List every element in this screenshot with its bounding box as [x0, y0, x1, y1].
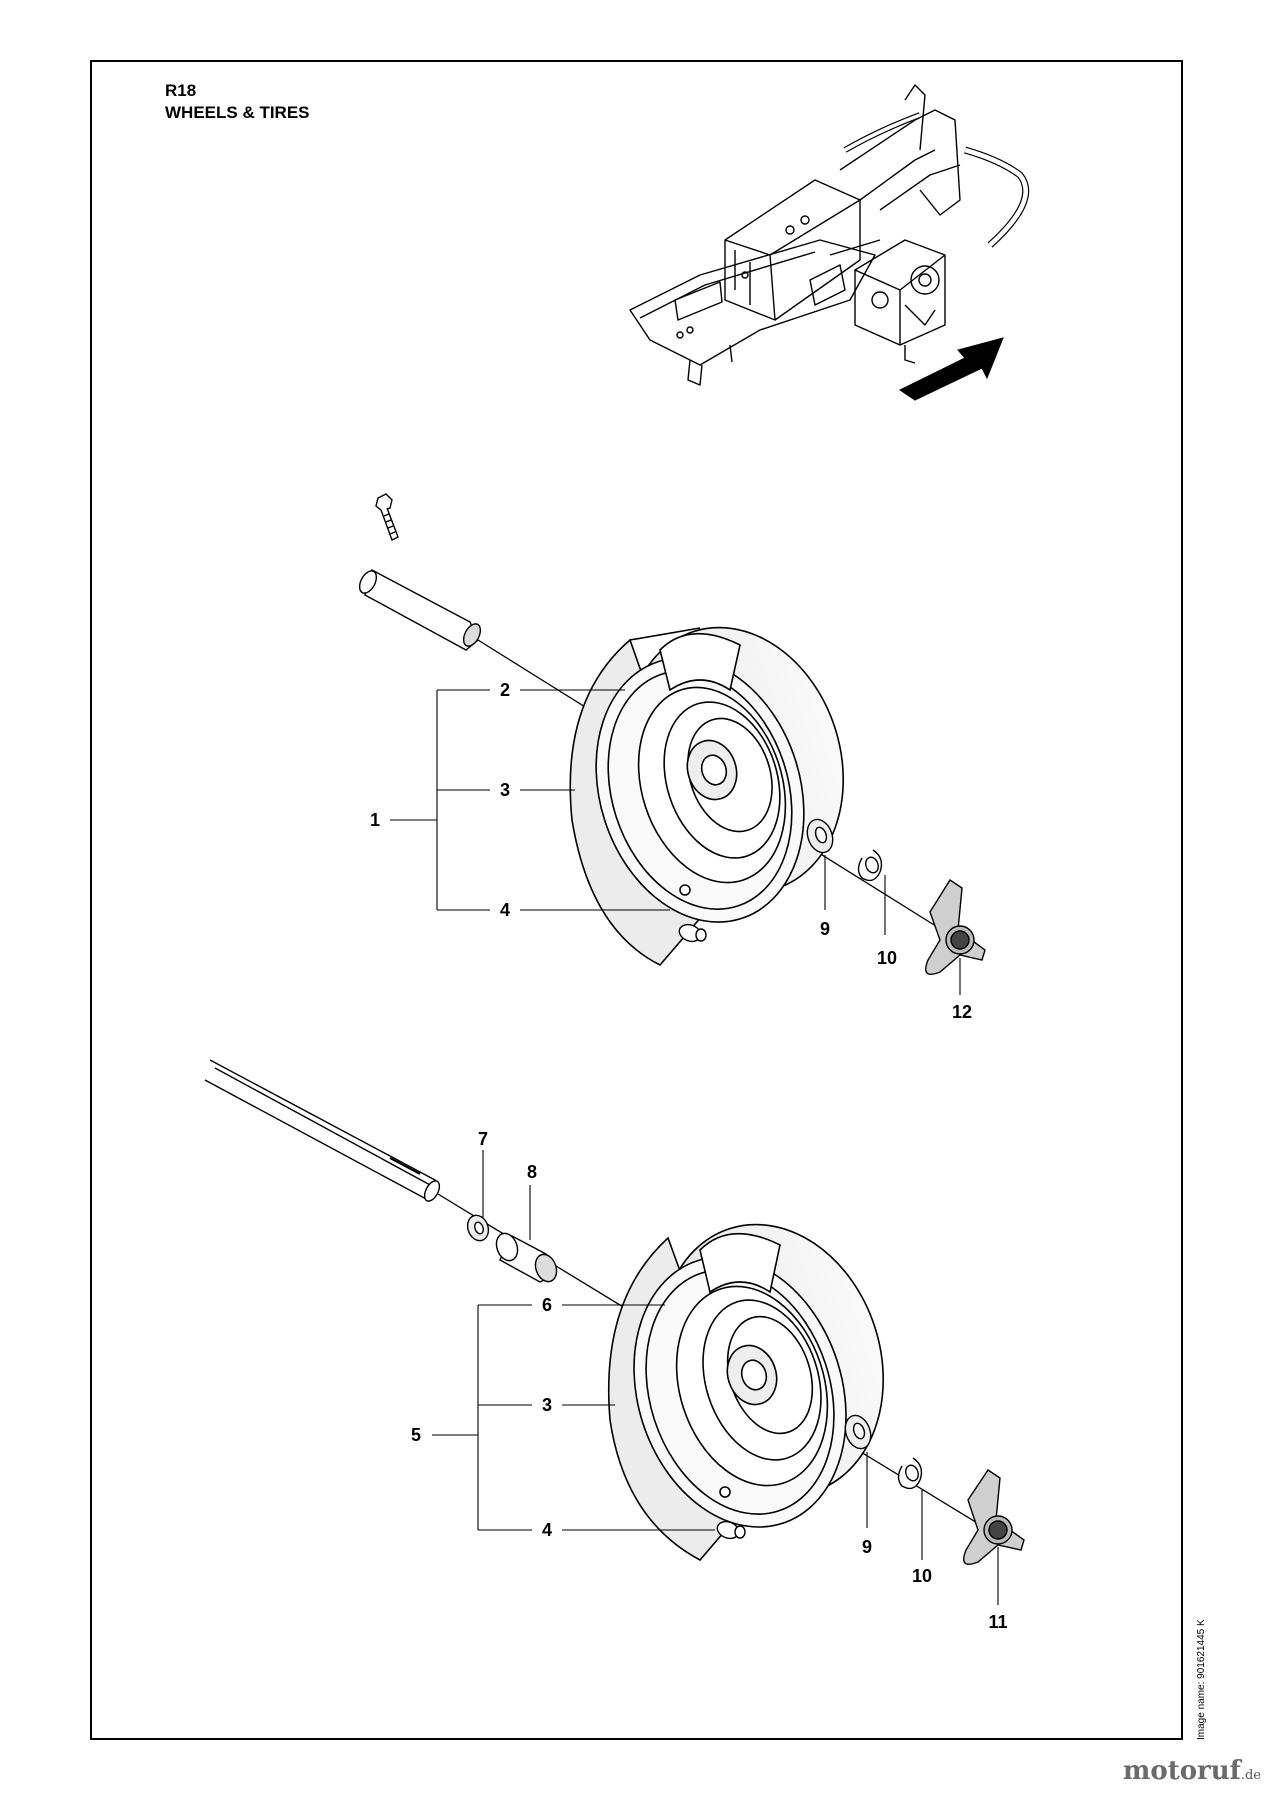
washer-part — [806, 818, 834, 854]
callout-9-top: 9 — [820, 919, 830, 939]
drawing-frame — [90, 60, 1183, 1740]
location-arrow-icon — [899, 337, 1004, 401]
watermark-logo: motoruf.de — [1123, 1756, 1261, 1786]
watermark-brand: motoruf — [1122, 1756, 1241, 1786]
model-code: R18 — [165, 81, 197, 100]
front-wheel-tire — [607, 1223, 885, 1562]
image-name-label: Image name: 901621445 K — [1196, 1619, 1207, 1740]
callout-4-top: 4 — [500, 900, 510, 920]
e-clip-part — [897, 1457, 923, 1490]
watermark-domain: .de — [1240, 1768, 1261, 1783]
callout-8: 8 — [527, 1162, 537, 1182]
callout-4-bottom: 4 — [542, 1520, 552, 1540]
callout-3-top: 3 — [500, 780, 510, 800]
washer-part — [466, 1214, 490, 1242]
hub-cap-part — [925, 879, 986, 975]
valve-stem-part — [716, 1520, 746, 1540]
hub-cap-part — [963, 1469, 1025, 1565]
callout-10-bottom: 10 — [912, 1566, 932, 1586]
section-title: WHEELS & TIRES — [165, 103, 310, 122]
callout-1: 1 — [370, 810, 380, 830]
callout-3-bottom: 3 — [542, 1395, 552, 1415]
washer-part — [844, 1414, 872, 1450]
e-clip-part — [857, 849, 883, 882]
spacer-part — [495, 1232, 558, 1283]
callout-12: 12 — [952, 1002, 972, 1022]
callout-2-top: 2 — [500, 680, 510, 700]
callout-11: 11 — [988, 1612, 1007, 1632]
title-block: R18 WHEELS & TIRES — [165, 80, 310, 124]
rear-wheel-tire — [569, 626, 845, 966]
valve-stem-part — [678, 923, 707, 943]
axle-pin-part — [358, 568, 482, 651]
callout-7: 7 — [478, 1129, 488, 1149]
callout-10-top: 10 — [877, 948, 897, 968]
tractor-frame-overview — [629, 84, 1030, 386]
callout-leaders — [390, 689, 999, 1605]
front-axle-part — [204, 1059, 441, 1202]
callout-5: 5 — [411, 1425, 421, 1445]
callout-9-bottom: 9 — [862, 1537, 872, 1557]
callout-6: 6 — [542, 1295, 552, 1315]
bolt-part — [375, 493, 399, 541]
